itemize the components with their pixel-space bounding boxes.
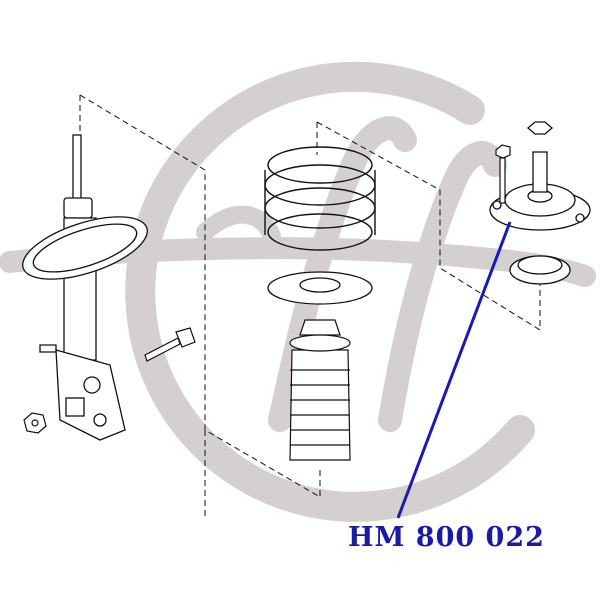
coil-spring — [264, 146, 376, 251]
mount-stud — [495, 144, 511, 204]
dust-boot — [289, 319, 351, 461]
shock-absorber — [22, 134, 148, 441]
part-number-label: HM 800 022 — [348, 522, 545, 553]
part-leader-line — [396, 221, 512, 519]
strut-top-mount — [489, 121, 591, 231]
bolt — [144, 327, 196, 362]
spring-seat — [267, 271, 373, 305]
nut — [23, 412, 47, 434]
bearing — [509, 255, 571, 285]
